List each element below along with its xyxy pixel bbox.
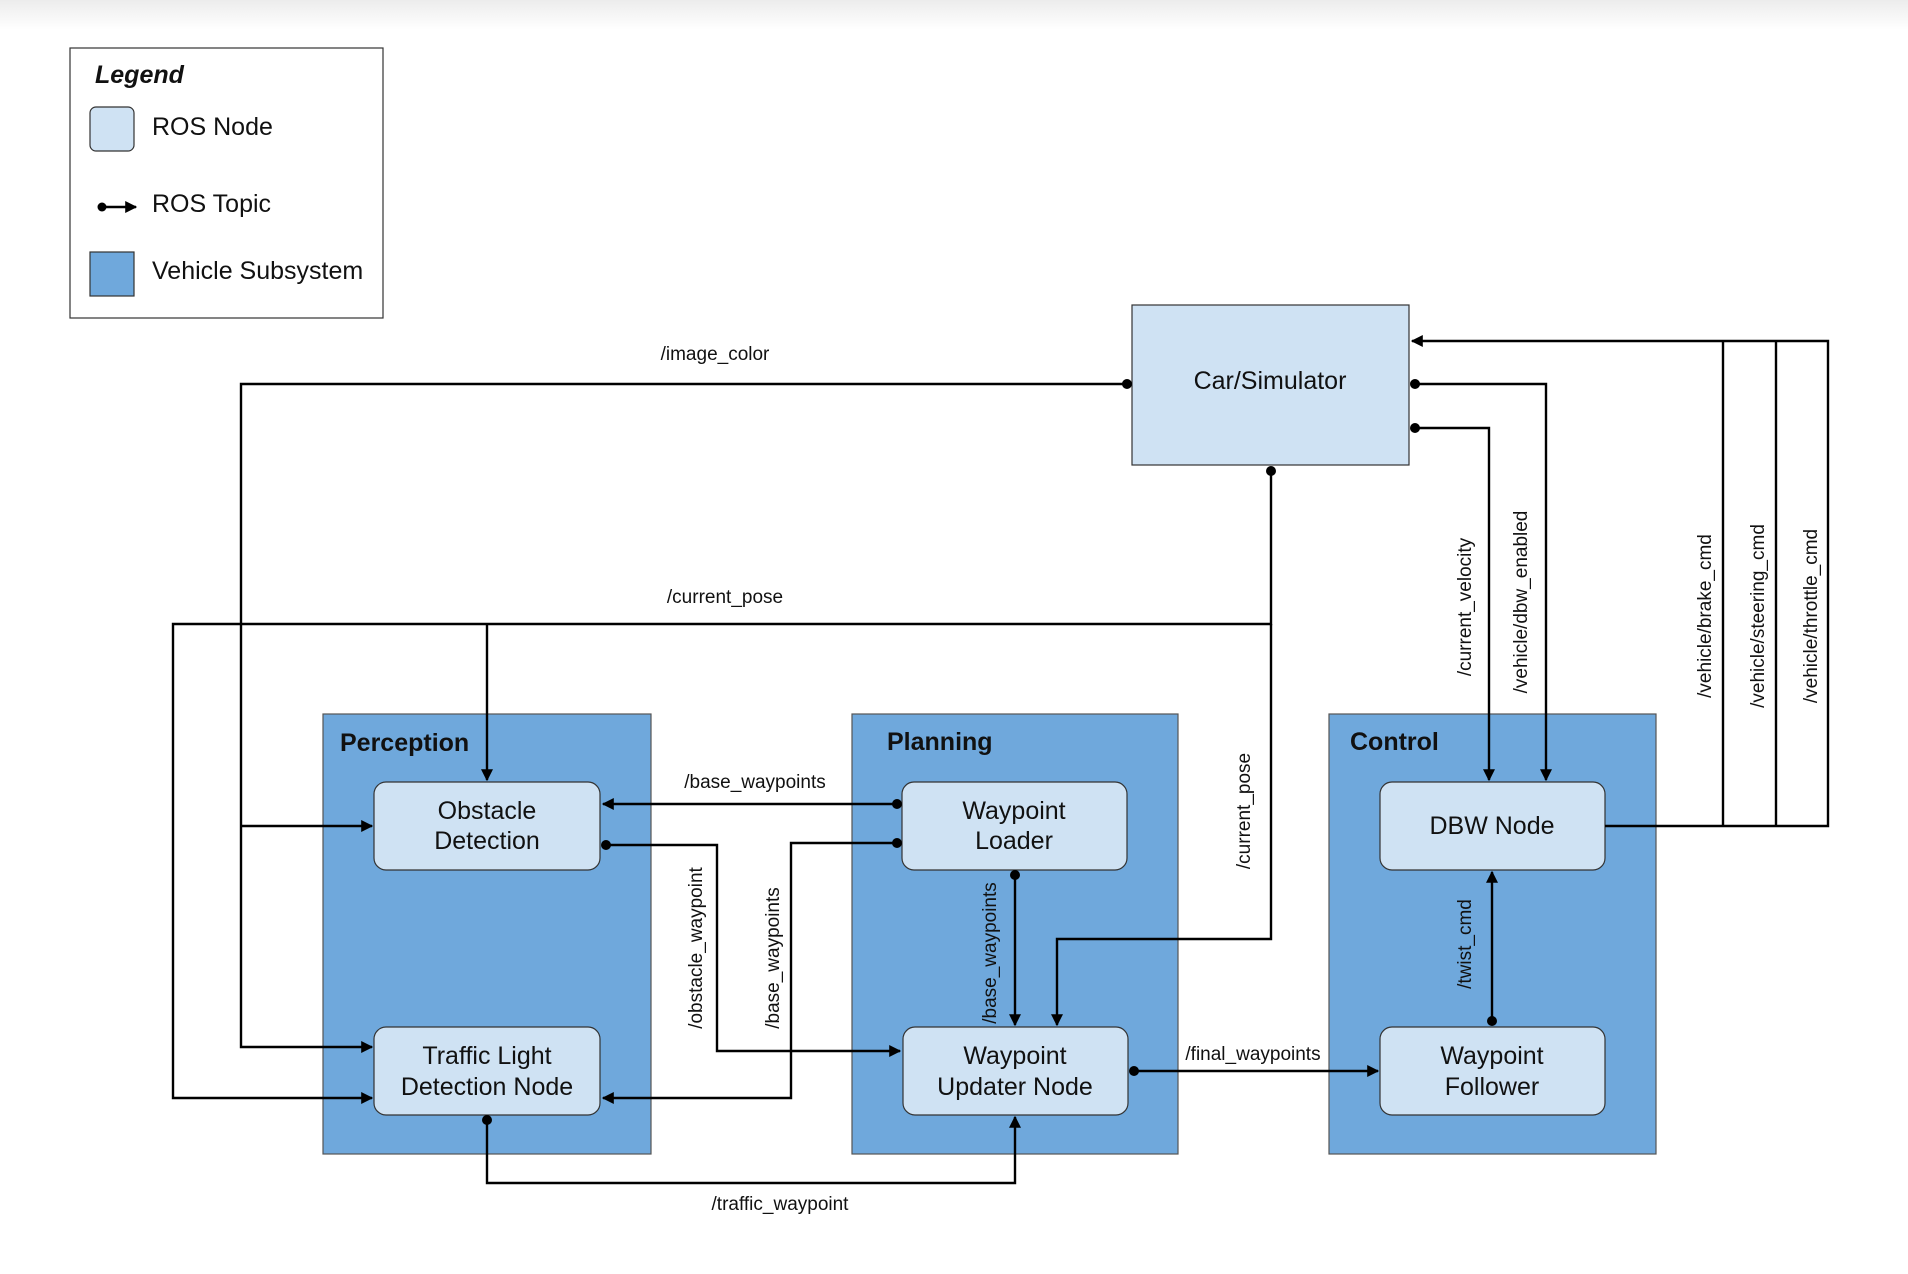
control-label: Control [1350,728,1439,756]
topic-base-waypoints-vertical-label: /base_waypoints [763,887,784,1029]
planning-label: Planning [887,728,993,756]
waypoint-updater-label-line2: Updater Node [937,1073,1093,1101]
waypoint-loader-label-line2: Loader [975,827,1053,855]
topic-traffic-waypoint-label: /traffic_waypoint [712,1194,850,1215]
waypoint-follower-node [1379,1026,1606,1116]
obstacle-detection-node [373,781,601,871]
edge-traffic-waypoint [482,1115,1021,1185]
traffic-light-label-line1: Traffic Light [422,1042,551,1070]
topic-current-pose-label: /current_pose [667,587,783,608]
topic-final-waypoints-label: /final_waypoints [1185,1044,1320,1065]
topic-brake-cmd-label: /vehicle/brake_cmd [1695,534,1716,698]
legend-ros-node-label: ROS Node [152,113,273,141]
waypoint-loader-node [901,781,1128,871]
car-simulator-node [1131,304,1410,466]
traffic-light-label-line2: Detection Node [401,1073,573,1101]
edge-base-waypoints-to-obstacle [601,798,902,810]
legend-ros-node-swatch [89,106,135,152]
waypoint-updater-node [902,1026,1129,1116]
edge-base-waypoints-loader-to-updater [1009,870,1021,1027]
legend-vehicle-subsystem-swatch [89,251,135,297]
topic-dbw-enabled-label: /vehicle/dbw_enabled [1511,511,1532,694]
waypoint-follower-label-line1: Waypoint [1440,1042,1543,1070]
topic-steering-cmd-label: /vehicle/steering_cmd [1748,524,1769,708]
topic-base-waypoints-horizontal-label: /base_waypoints [684,772,826,793]
edge-image-color [239,379,1132,1053]
waypoint-loader-label-line1: Waypoint [962,797,1065,825]
obstacle-detection-label-line1: Obstacle [438,797,537,825]
edge-obstacle-waypoint [601,840,902,1057]
topic-throttle-cmd-label: /vehicle/throttle_cmd [1801,529,1822,703]
legend-ros-topic-arrow-icon [97,201,138,213]
topic-obstacle-waypoint-label: /obstacle_waypoint [686,866,707,1028]
edge-twist-cmd [1486,870,1498,1026]
topic-base-waypoints-planning-label: /base_waypoints [980,882,1001,1024]
perception-label: Perception [340,729,469,757]
topic-twist-cmd-label: /twist_cmd [1455,899,1476,989]
edge-current-velocity [1410,423,1495,782]
topic-current-velocity-label: /current_velocity [1455,537,1476,676]
waypoint-follower-label-line2: Follower [1445,1073,1539,1101]
traffic-light-detection-node [373,1026,601,1116]
edge-base-waypoints-to-traffic-light [601,838,902,1104]
dbw-node-label: DBW Node [1429,812,1554,840]
waypoint-updater-label-line1: Waypoint [963,1042,1066,1070]
edge-current-pose [171,466,1276,1104]
car-simulator-label: Car/Simulator [1194,367,1347,395]
topic-current-pose-vertical-label: /current_pose [1234,753,1255,869]
legend: Legend ROS Node ROS Topic Vehicle Subsys… [69,47,384,319]
edge-vehicle-commands [1410,335,1830,828]
edge-final-waypoints [1129,1065,1380,1077]
window-top-gradient [0,0,1908,30]
legend-ros-topic-label: ROS Topic [152,190,271,218]
legend-title: Legend [95,61,185,89]
topic-image-color-label: /image_color [661,344,770,365]
obstacle-detection-label-line2: Detection [434,827,540,855]
edge-dbw-enabled [1410,379,1552,782]
legend-vehicle-subsystem-label: Vehicle Subsystem [152,257,363,285]
